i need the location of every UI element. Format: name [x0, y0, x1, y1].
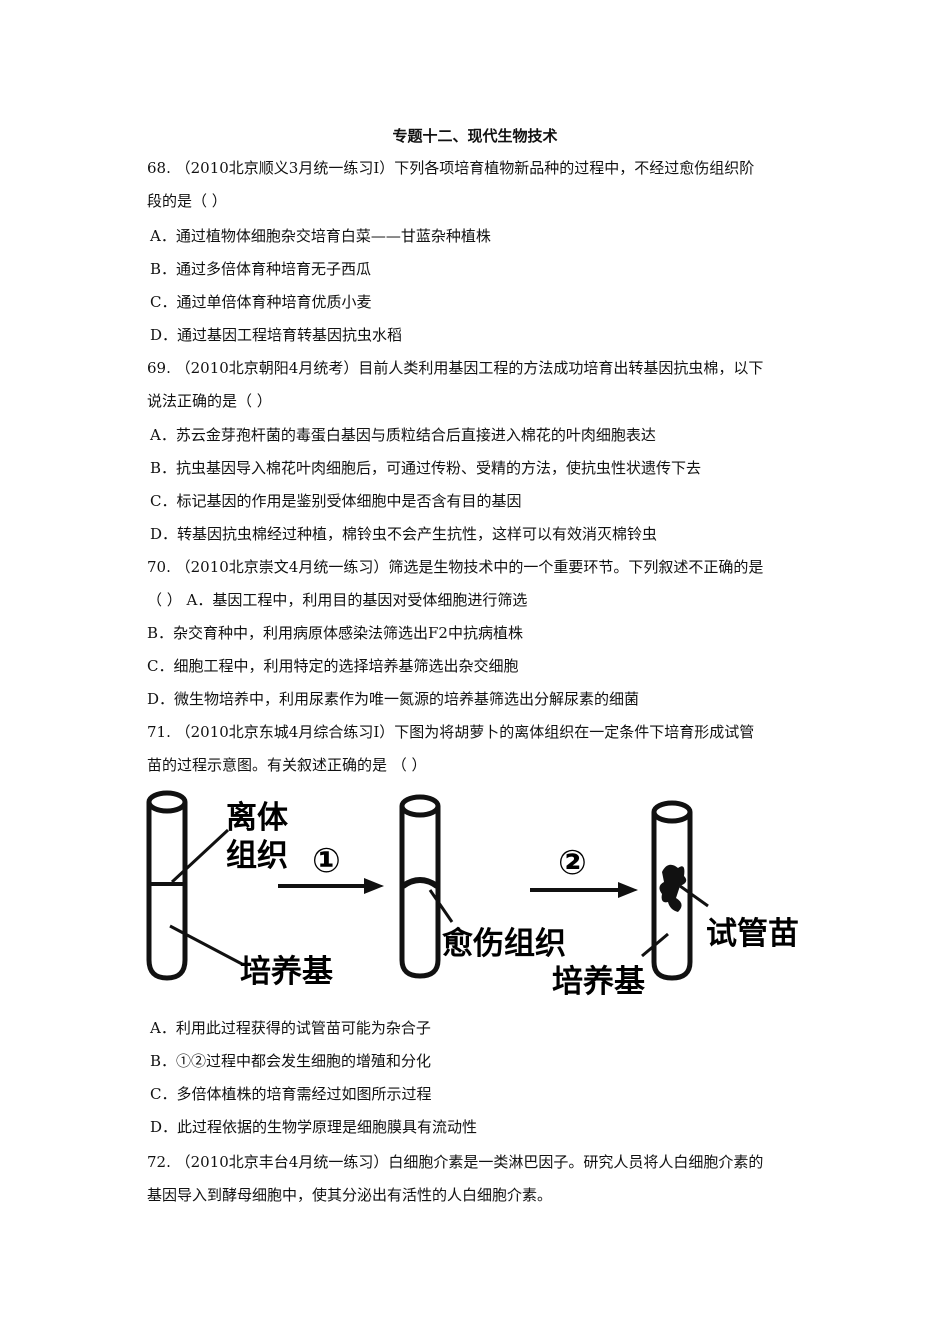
question-72-stem-cont: 基因导入到酵母细胞中，使其分泌出有活性的人白细胞介素。: [147, 1186, 553, 1204]
test-tube-3: [651, 800, 693, 981]
step-1-label: ①: [312, 841, 341, 881]
question-71-option-b: B．①②过程中都会发生细胞的增殖和分化: [150, 1052, 432, 1070]
question-70-stem: 70. （2010北京崇文4月统一练习）筛选是生物技术中的一个重要环节。下列叙述…: [147, 558, 764, 576]
tissue-culture-diagram: 离体 组织 培养基 ① 愈伤组织 ② 试管苗 培养基: [146, 790, 799, 1000]
leader-medium-1: [169, 924, 243, 966]
question-70-option-c: C．细胞工程中，利用特定的选择培养基筛选出杂交细胞: [147, 657, 519, 675]
arrow-2-head: [618, 882, 638, 898]
leader-tissue: [170, 828, 230, 884]
label-medium-1: 培养基: [240, 954, 333, 990]
test-tube-2: [399, 794, 441, 979]
question-68-option-d: D．通过基因工程培育转基因抗虫水稻: [150, 326, 403, 344]
question-69-stem: 69. （2010北京朝阳4月统考）目前人类利用基因工程的方法成功培育出转基因抗…: [147, 359, 764, 377]
leader-callus: [428, 889, 454, 923]
step-2-label: ②: [558, 843, 587, 883]
page-title: 专题十二、现代生物技术: [392, 127, 558, 145]
question-69-option-b: B．抗虫基因导入棉花叶肉细胞后，可通过传粉、受精的方法，使抗虫性状遗传下去: [150, 459, 702, 477]
label-medium-2: 培养基: [552, 964, 645, 1000]
question-68-stem: 68. （2010北京顺义3月统一练习I）下列各项培育植物新品种的过程中，不经过…: [147, 159, 755, 177]
seedling-shape: [659, 864, 687, 912]
question-69-option-c: C．标记基因的作用是鉴别受体细胞中是否含有目的基因: [150, 492, 522, 510]
question-69-stem-cont: 说法正确的是（ ）: [147, 392, 272, 410]
leader-medium-2: [641, 932, 669, 958]
question-70-option-b: B．杂交育种中，利用病原体感染法筛选出F2中抗病植株: [147, 624, 523, 642]
callus-mass: [401, 877, 439, 889]
question-68-option-b: B．通过多倍体育种培育无子西瓜: [150, 260, 372, 278]
arrow-1-head: [364, 878, 384, 894]
label-callus: 愈伤组织: [442, 926, 566, 962]
question-72-stem: 72. （2010北京丰台4月统一练习）白细胞介素是一类淋巴因子。研究人员将人白…: [147, 1153, 764, 1171]
leader-seedling: [679, 884, 709, 908]
label-seedling: 试管苗: [706, 916, 799, 952]
question-70-stem-cont: （ ） A．基因工程中，利用目的基因对受体细胞进行筛选: [147, 591, 528, 609]
question-68-option-c: C．通过单倍体育种培育优质小麦: [150, 293, 372, 311]
question-71-stem: 71. （2010北京东城4月综合练习I）下图为将胡萝卜的离体组织在一定条件下培…: [147, 723, 755, 741]
question-71-option-d: D．此过程依据的生物学原理是细胞膜具有流动性: [150, 1118, 478, 1136]
question-68-stem-cont: 段的是（ ）: [147, 192, 227, 210]
question-69-option-d: D．转基因抗虫棉经过种植，棉铃虫不会产生抗性，这样可以有效消灭棉铃虫: [150, 525, 658, 543]
question-70-option-d: D．微生物培养中，利用尿素作为唯一氮源的培养基筛选出分解尿素的细菌: [147, 690, 640, 708]
question-71-stem-cont: 苗的过程示意图。有关叙述正确的是 （ ）: [147, 756, 427, 774]
question-71-option-c: C．多倍体植株的培育需经过如图所示过程: [150, 1085, 432, 1103]
label-isolated-tissue-line1: 离体: [226, 800, 288, 836]
question-68-option-a: A．通过植物体细胞杂交培育白菜——甘蓝杂种植株: [150, 227, 491, 245]
question-69-option-a: A．苏云金芽孢杆菌的毒蛋白基因与质粒结合后直接进入棉花的叶肉细胞表达: [150, 426, 656, 444]
label-isolated-tissue-line2: 组织: [226, 838, 288, 874]
question-71-option-a: A．利用此过程获得的试管苗可能为杂合子: [150, 1019, 431, 1037]
test-tube-1: [146, 790, 188, 981]
